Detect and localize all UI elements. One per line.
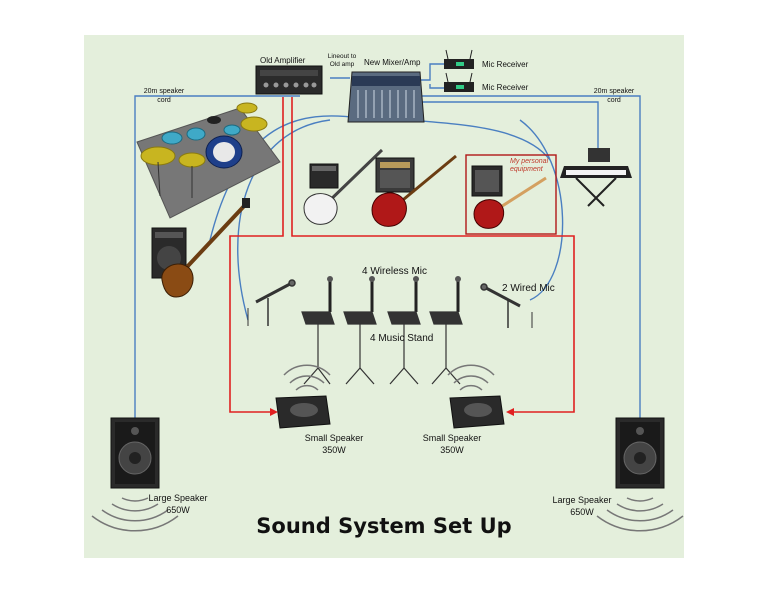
small-speaker-right	[447, 364, 505, 429]
cable-mixer-to-guitar-amp	[399, 117, 551, 161]
personal-equipment-box	[465, 154, 557, 235]
small-speaker-right-label: Small Speaker 350W	[412, 432, 492, 456]
large-speaker-left	[91, 417, 179, 532]
personal-equipment-label: My personal equipment	[510, 158, 548, 174]
mic-receiver-2-label: Mic Receiver	[482, 83, 529, 92]
wired-mic-right	[480, 283, 533, 328]
red-electric-guitar	[371, 154, 457, 227]
bass-guitar	[161, 198, 250, 298]
old-amplifier-label: Old Amplifier	[260, 56, 306, 65]
old-amplifier	[255, 65, 323, 95]
small-speaker-left-label: Small Speaker 350W	[294, 432, 374, 456]
personal-equipment-line2: equipment	[510, 166, 543, 173]
cable-receiver-1	[420, 63, 445, 81]
large-speaker-right-line1: Large Speaker	[552, 495, 612, 505]
wireless-mics	[328, 280, 460, 312]
small-speaker-right-line2: 350W	[440, 445, 464, 455]
speaker-cord-left-line1: 20m speaker	[143, 88, 185, 95]
wired-mic-label: 2 Wired Mic	[502, 283, 555, 294]
small-speaker-right-line1: Small Speaker	[422, 433, 482, 443]
white-electric-guitar	[303, 148, 384, 225]
large-speaker-right-line2: 650W	[570, 507, 594, 517]
speaker-cord-right-line1: 20m speaker	[593, 88, 635, 95]
keyboard	[560, 148, 632, 207]
large-speaker-left-line2: 650W	[166, 505, 190, 515]
mic-receiver-1-label: Mic Receiver	[482, 60, 529, 69]
music-stands	[301, 311, 463, 385]
guitar-amp-small	[309, 163, 339, 189]
large-speaker-right-label: Large Speaker 650W	[542, 494, 622, 518]
red-cables	[229, 97, 575, 413]
arrow-left-small-speaker	[270, 408, 278, 416]
new-mixer-label: New Mixer/Amp	[364, 58, 421, 67]
cable-mixer-to-right-large-speaker	[420, 95, 641, 418]
large-speaker-left-line1: Large Speaker	[148, 493, 208, 503]
diagram-title: Sound System Set Up	[256, 514, 512, 538]
small-speaker-left	[275, 364, 331, 429]
wireless-mic-label: 4 Wireless Mic	[362, 266, 428, 277]
wired-mic-left	[247, 279, 296, 326]
mic-receiver-1	[444, 49, 474, 69]
personal-equipment-line1: My personal	[510, 158, 549, 165]
cable-red-left-small-speaker	[229, 97, 284, 413]
mic-receiver-2	[444, 72, 474, 92]
small-speaker-left-line2: 350W	[322, 445, 346, 455]
new-mixer	[347, 71, 425, 123]
lineout-label-line2: Old amp	[329, 61, 355, 68]
cable-mixer-to-bass	[209, 115, 361, 241]
cable-red-right-small-speaker	[291, 97, 575, 413]
wireless-mic-heads	[327, 276, 461, 282]
speaker-cord-left-label: 20m speaker cord	[138, 87, 190, 105]
speaker-cord-right-line2: cord	[607, 97, 621, 104]
cable-mixer-to-keyboard	[420, 101, 599, 150]
speaker-cord-right-label: 20m speaker cord	[588, 87, 640, 105]
cable-wired-mic-left	[237, 119, 331, 321]
guitar-amp-combo	[375, 157, 415, 193]
drum-kit	[136, 102, 281, 219]
large-speaker-left-label: Large Speaker 650W	[138, 492, 218, 516]
cable-amp-to-left-large-speaker	[134, 95, 300, 418]
cable-wired-mic-right	[519, 119, 564, 301]
lineout-label: Lineout to Old amp	[322, 53, 362, 69]
lineout-label-line1: Lineout to	[327, 53, 357, 60]
small-speaker-left-line1: Small Speaker	[304, 433, 364, 443]
large-speaker-right	[596, 417, 684, 532]
speaker-cord-left-line2: cord	[157, 97, 171, 104]
music-stand-label: 4 Music Stand	[370, 333, 434, 344]
arrow-right-small-speaker	[506, 408, 514, 416]
cable-receiver-2	[429, 84, 445, 89]
cables	[134, 63, 641, 418]
